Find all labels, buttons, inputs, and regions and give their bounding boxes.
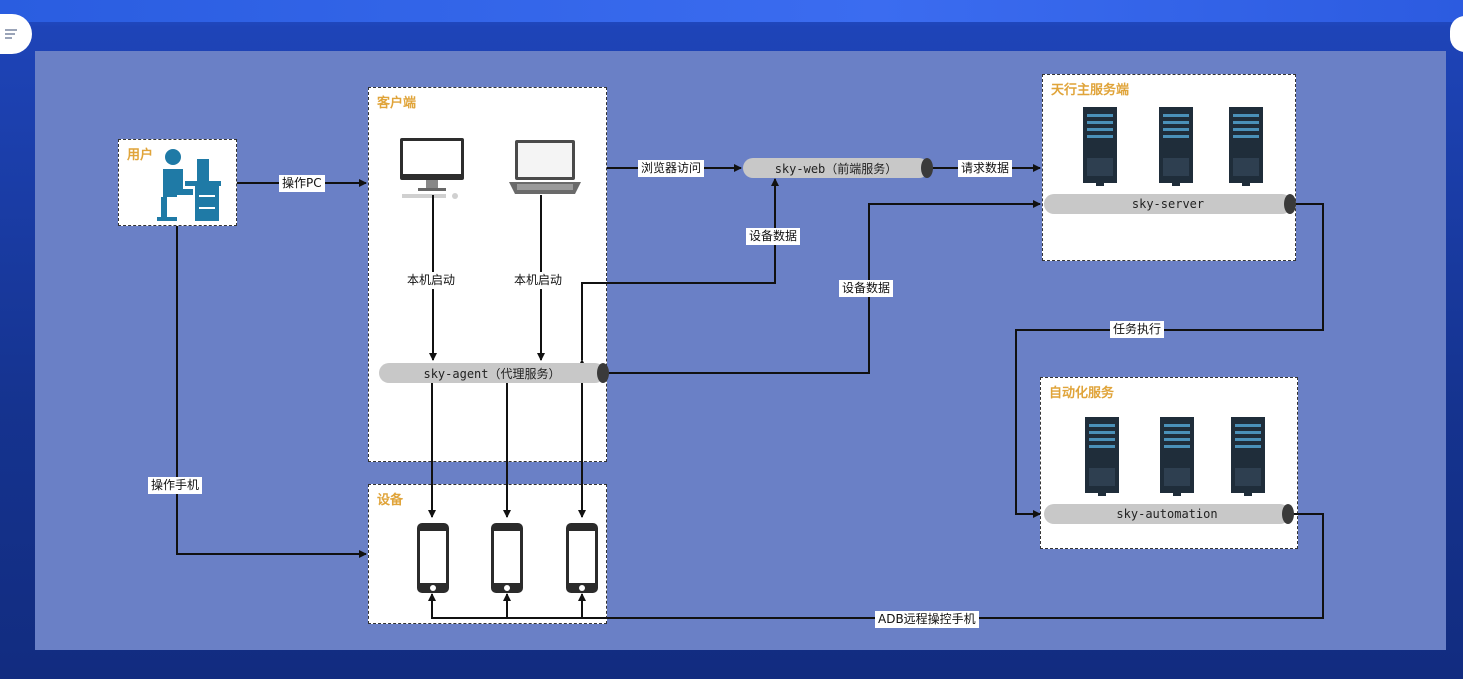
- sky-automation-label: sky-automation: [1116, 507, 1218, 521]
- menu-button[interactable]: [0, 14, 32, 54]
- label-operate-pc: 操作PC: [279, 175, 325, 192]
- sky-agent-node: sky-agent（代理服务）: [379, 363, 609, 383]
- edge-device-data-server: [602, 200, 1041, 377]
- user-panel-title: 用户: [127, 148, 154, 163]
- phone-icon: [491, 523, 523, 593]
- sky-web-node: sky-web（前端服务）: [743, 158, 933, 178]
- sky-automation-node: sky-automation: [1044, 504, 1294, 524]
- server-rack-icon: [1229, 107, 1263, 186]
- label-device-data-web: 设备数据: [746, 228, 801, 245]
- edge-device-data-web: [578, 178, 779, 367]
- label-local-start-laptop: 本机启动: [511, 272, 566, 289]
- client-panel-title: 客户端: [377, 96, 417, 111]
- phone-icon: [566, 523, 598, 593]
- menu-icon: [5, 29, 17, 39]
- edge-adb-remote: [428, 513, 1324, 619]
- sky-server-node: sky-server: [1044, 194, 1296, 214]
- sky-server-label: sky-server: [1131, 197, 1205, 211]
- main-server-panel-title: 天行主服务端: [1051, 83, 1130, 98]
- user-panel: 用户: [118, 139, 237, 226]
- server-rack-icon: [1083, 107, 1117, 186]
- cylinder-cap: [1284, 194, 1296, 214]
- edge-task-execute: [1015, 200, 1324, 518]
- device-panel: 设备: [368, 484, 607, 624]
- label-adb-remote: ADB远程操控手机: [875, 611, 979, 628]
- label-operate-phone: 操作手机: [148, 477, 203, 494]
- top-bar: [0, 0, 1463, 22]
- sky-web-label: sky-web（前端服务）: [774, 161, 898, 176]
- label-device-data-server: 设备数据: [839, 280, 894, 297]
- side-button[interactable]: [1450, 16, 1463, 52]
- device-panel-title: 设备: [377, 493, 404, 508]
- edge-operate-phone: [176, 226, 367, 558]
- user-at-desk-icon: [157, 149, 221, 221]
- label-request-data: 请求数据: [958, 160, 1013, 177]
- cylinder-cap: [921, 158, 933, 178]
- cylinder-cap: [597, 363, 609, 383]
- laptop-icon: [509, 140, 581, 194]
- server-rack-icon: [1159, 107, 1193, 186]
- cylinder-cap: [1282, 504, 1294, 524]
- label-local-start-desktop: 本机启动: [404, 272, 459, 289]
- sky-agent-label: sky-agent（代理服务）: [423, 366, 561, 381]
- desktop-computer-icon: [400, 138, 464, 199]
- phone-icon: [417, 523, 449, 593]
- label-browser-access: 浏览器访问: [638, 160, 705, 177]
- label-task-execute: 任务执行: [1110, 321, 1165, 338]
